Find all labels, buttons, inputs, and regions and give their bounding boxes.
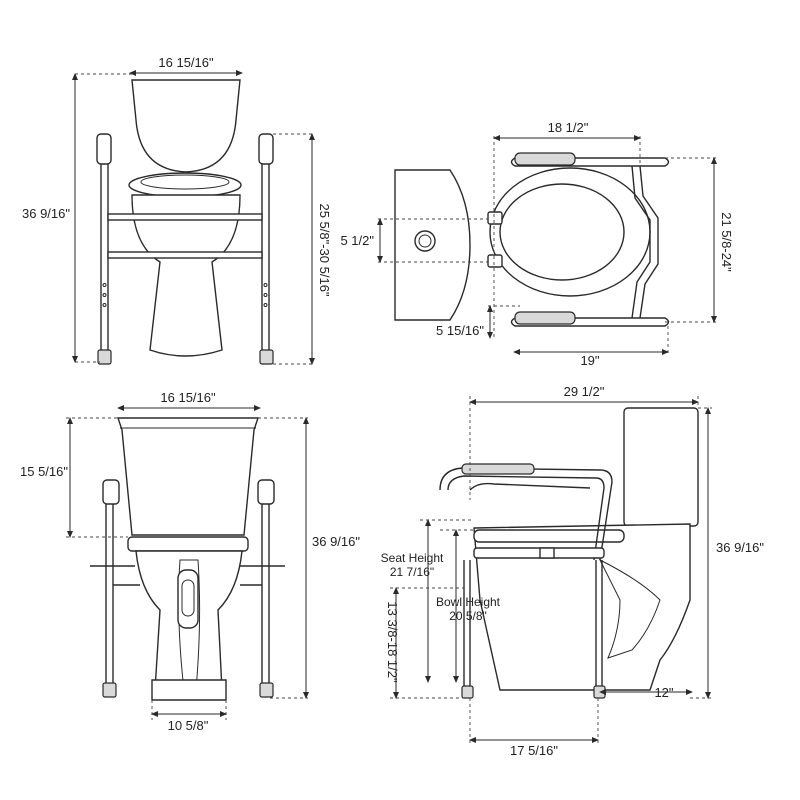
front-height-label: 36 9/16" <box>22 206 70 221</box>
rear-width-label: 16 15/16" <box>160 390 216 405</box>
seat-height-value: 21 7/16" <box>390 565 434 579</box>
rear-base-width-label: 10 5/8" <box>168 718 209 733</box>
front-width-label: 16 15/16" <box>158 55 214 70</box>
side-length-label: 29 1/2" <box>564 384 605 399</box>
rear-height-label: 36 9/16" <box>312 534 360 549</box>
rear-tank-height-label: 15 5/16" <box>20 464 68 479</box>
top-view: 18 1/2" 21 5/8-24" 5 1/2" 5 15/16" 19" <box>340 120 734 368</box>
front-view: 16 15/16" 36 9/16" 25 5/8"-30 5/16" <box>22 55 332 365</box>
top-width-label: 21 5/8-24" <box>719 212 734 272</box>
top-base-width-label: 19" <box>580 353 599 368</box>
bowl-height-caption: Bowl Height <box>436 595 501 609</box>
side-foot-offset-label: 12" <box>654 685 673 700</box>
bowl-height-value: 20 5/8" <box>449 609 487 623</box>
side-adjust-range-label: 13 3/8-18 1/2" <box>385 601 400 683</box>
side-view: 29 1/2" 36 9/16" Seat Height 21 7/16" Bo… <box>381 384 765 758</box>
seat-height-caption: Seat Height <box>381 551 444 565</box>
front-arm-height-label: 25 5/8"-30 5/16" <box>317 203 332 296</box>
side-height-label: 36 9/16" <box>716 540 764 555</box>
side-base-depth-label: 17 5/16" <box>510 743 558 758</box>
top-seat-offset-label: 5 1/2" <box>340 233 374 248</box>
rear-view: 16 15/16" 15 5/16" 36 9/16" 10 5/8" <box>20 390 360 733</box>
top-depth-label: 18 1/2" <box>548 120 589 135</box>
top-leg-offset-label: 5 15/16" <box>436 323 484 338</box>
